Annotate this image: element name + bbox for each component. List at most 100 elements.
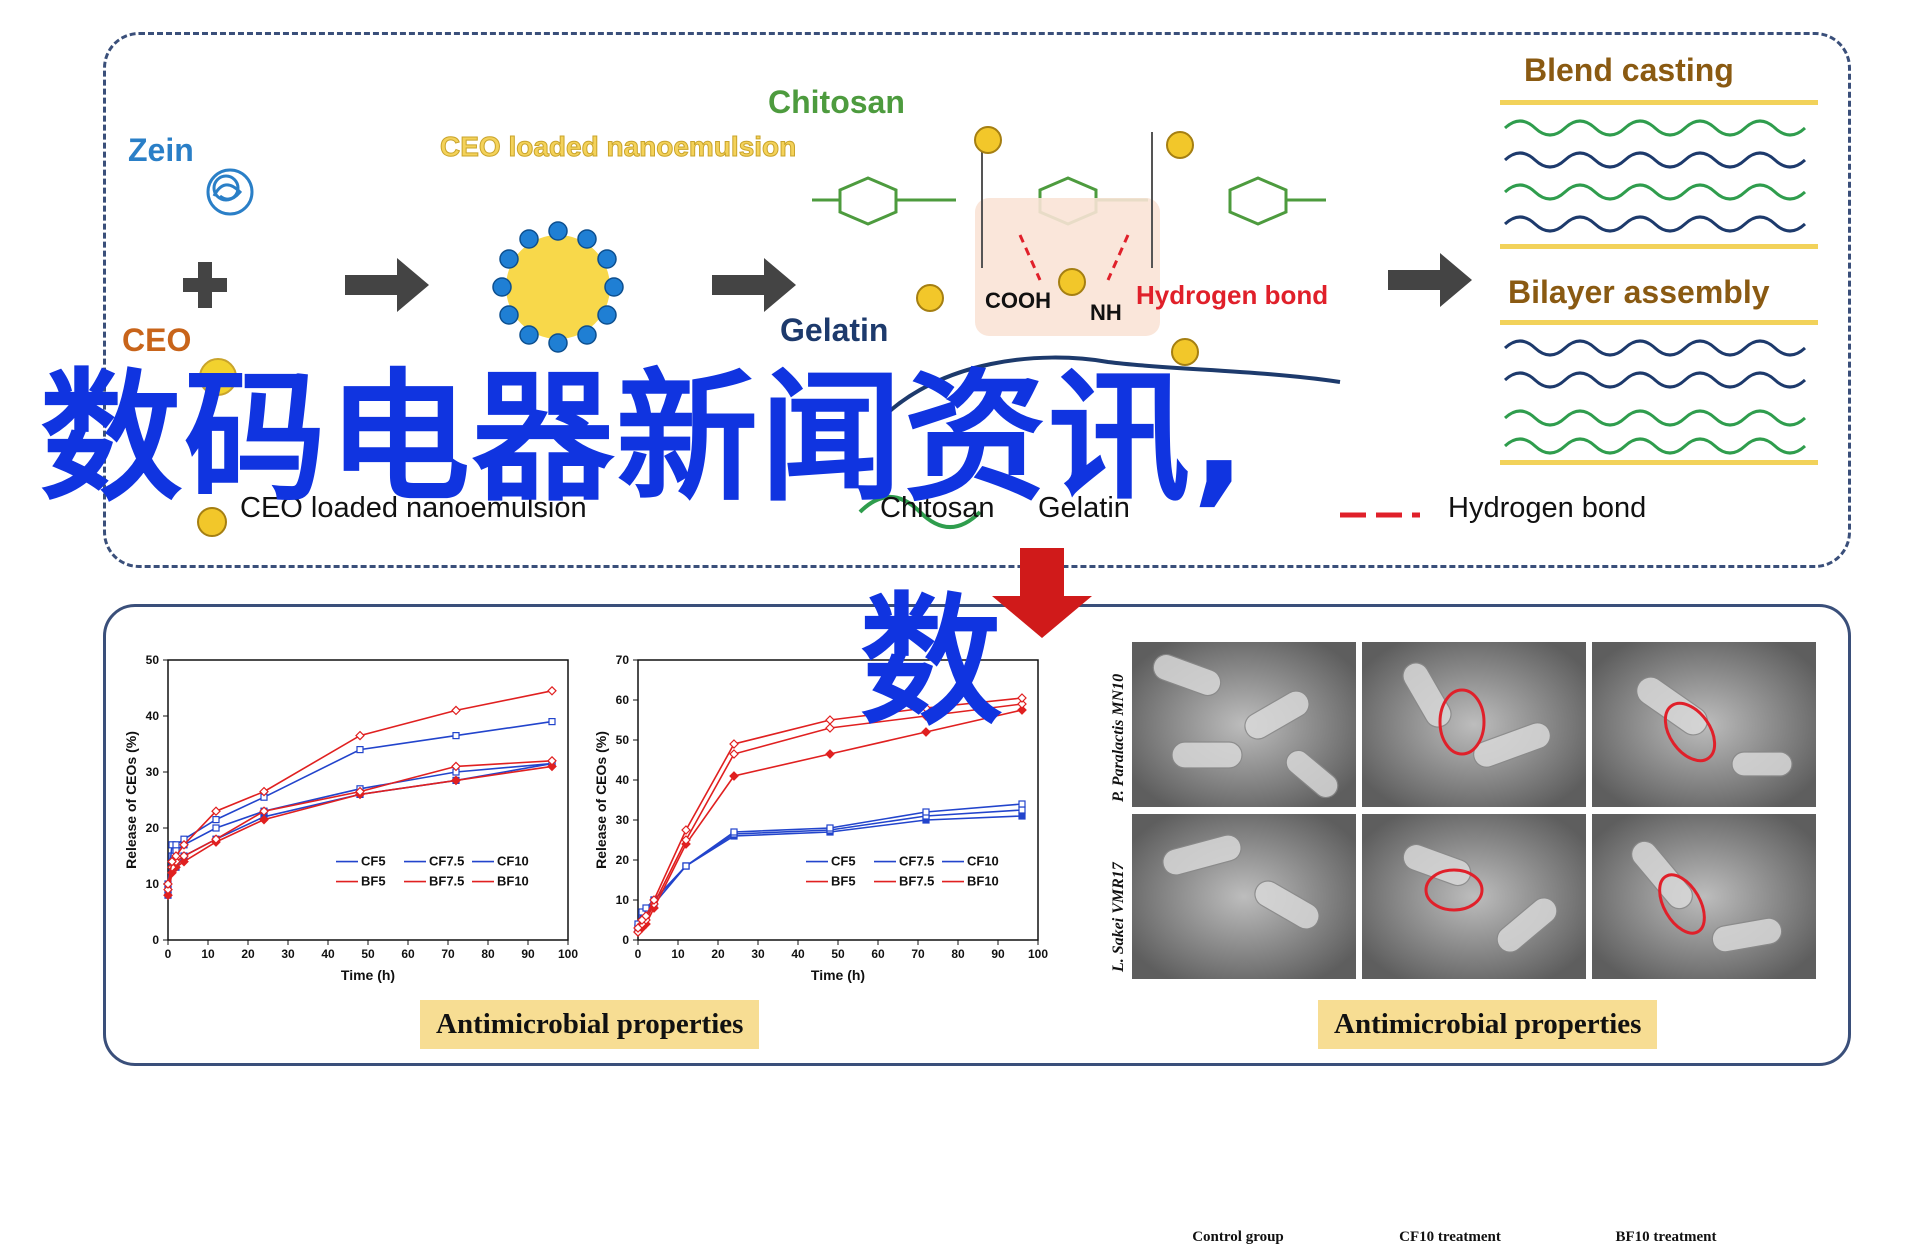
legend-chitosan-label: Chitosan	[880, 492, 995, 524]
legend-label: CF5	[361, 854, 386, 869]
ceo-label: CEO	[122, 322, 192, 358]
sem-image	[1132, 814, 1356, 979]
data-point	[1017, 693, 1027, 703]
sem-image	[1362, 642, 1586, 807]
data-point	[259, 786, 269, 797]
data-point	[921, 711, 931, 721]
legend-label: BF10	[967, 874, 999, 889]
x-tick-label: 70	[441, 947, 455, 961]
data-point	[1017, 699, 1027, 709]
schematic-panel	[103, 32, 1851, 568]
data-point	[681, 835, 691, 845]
data-point	[826, 824, 834, 832]
x-tick-label: 60	[871, 947, 885, 961]
chitosan-structure	[812, 176, 1326, 226]
y-axis-label: Release of CEOs (%)	[593, 731, 609, 869]
sem-grid: Control group CF10 treatment BF10 treatm…	[1108, 610, 1828, 1245]
data-point	[451, 775, 461, 786]
bacteria-cells	[1152, 653, 1793, 953]
blend-casting-film	[1500, 100, 1818, 249]
sem-header-control: Control group	[1192, 1229, 1284, 1245]
data-point	[642, 904, 650, 912]
x-tick-label: 10	[671, 947, 685, 961]
data-point	[451, 705, 461, 716]
x-tick-label: 100	[558, 947, 578, 961]
legend-hbond-label: Hydrogen bond	[1448, 492, 1647, 524]
data-point	[171, 851, 181, 861]
x-tick-label: 40	[321, 947, 335, 961]
data-point	[730, 828, 738, 836]
x-tick-label: 90	[521, 947, 535, 961]
data-point	[729, 749, 739, 759]
legend-label: BF7.5	[429, 874, 464, 889]
ceo-droplet-icon	[199, 358, 237, 396]
y-tick-label: 0	[152, 933, 159, 947]
y-tick-label: 20	[616, 853, 630, 867]
hydrogen-bond-label: Hydrogen bond	[1136, 280, 1329, 310]
x-tick-label: 100	[1028, 947, 1048, 961]
x-tick-label: 0	[635, 947, 642, 961]
arrow-down-icon	[992, 548, 1092, 638]
data-point	[179, 851, 189, 861]
bilayer-film	[1500, 320, 1818, 465]
nh2-label: NH	[1090, 300, 1122, 325]
overlay-title-2: 数	[860, 580, 1002, 745]
arrow-right-icon	[712, 258, 796, 312]
data-point	[729, 739, 739, 749]
data-point	[548, 717, 556, 726]
bracket-lines	[981, 132, 1153, 268]
data-point	[452, 731, 460, 740]
sem-image	[1592, 814, 1816, 979]
gelatin-curve	[878, 355, 1341, 422]
x-tick-label: 40	[791, 947, 805, 961]
x-tick-label: 50	[361, 947, 375, 961]
data-point	[681, 825, 691, 835]
legend-gelatin-label: Gelatin	[1038, 492, 1130, 524]
series-line-cf10	[167, 720, 553, 885]
data-point	[451, 761, 461, 772]
legend-label: CF7.5	[899, 854, 934, 869]
data-point	[633, 923, 643, 933]
data-point	[547, 761, 557, 772]
data-point	[921, 727, 931, 737]
ceo-droplets	[916, 126, 1199, 366]
data-point	[211, 806, 221, 817]
x-axis-label: Time (h)	[811, 967, 865, 983]
y-tick-label: 50	[146, 653, 160, 667]
y-tick-label: 10	[616, 893, 630, 907]
y-tick-label: 30	[146, 765, 160, 779]
sem-row-label-1: P. Paralactis MN10	[1110, 673, 1127, 802]
data-point	[163, 879, 173, 889]
y-tick-label: 50	[616, 733, 630, 747]
data-point	[649, 895, 659, 905]
x-tick-label: 60	[401, 947, 415, 961]
y-tick-label: 40	[146, 709, 160, 723]
x-tick-label: 90	[991, 947, 1005, 961]
data-point	[921, 703, 931, 713]
data-point	[682, 862, 690, 870]
legend-ceo-icon	[197, 507, 227, 537]
y-tick-label: 20	[146, 821, 160, 835]
y-tick-label: 30	[616, 813, 630, 827]
nanoemulsion-label: CEO loaded nanoemulsion	[440, 131, 797, 163]
data-point	[179, 839, 189, 850]
x-tick-label: 70	[911, 947, 925, 961]
data-point	[212, 824, 220, 832]
data-point	[1018, 812, 1026, 820]
antimicrobial-properties-label-1: Antimicrobial properties	[420, 1000, 760, 1049]
plot-frame	[167, 659, 569, 941]
data-point	[922, 808, 930, 816]
plus-icon	[183, 262, 227, 308]
y-axis-label: Release of CEOs (%)	[123, 731, 139, 869]
sem-row-label-2: L. Sakei VMR17	[1110, 862, 1127, 972]
antimicrobial-properties-label-2: Antimicrobial properties	[1318, 1000, 1658, 1049]
legend-label: BF7.5	[899, 874, 934, 889]
schematic-graphics	[183, 100, 1818, 638]
arrow-right-icon	[345, 258, 429, 312]
data-point	[163, 890, 173, 901]
y-tick-label: 40	[616, 773, 630, 787]
blend-casting-label: Blend casting	[1524, 52, 1734, 88]
data-point	[212, 816, 220, 824]
x-tick-label: 80	[481, 947, 495, 961]
